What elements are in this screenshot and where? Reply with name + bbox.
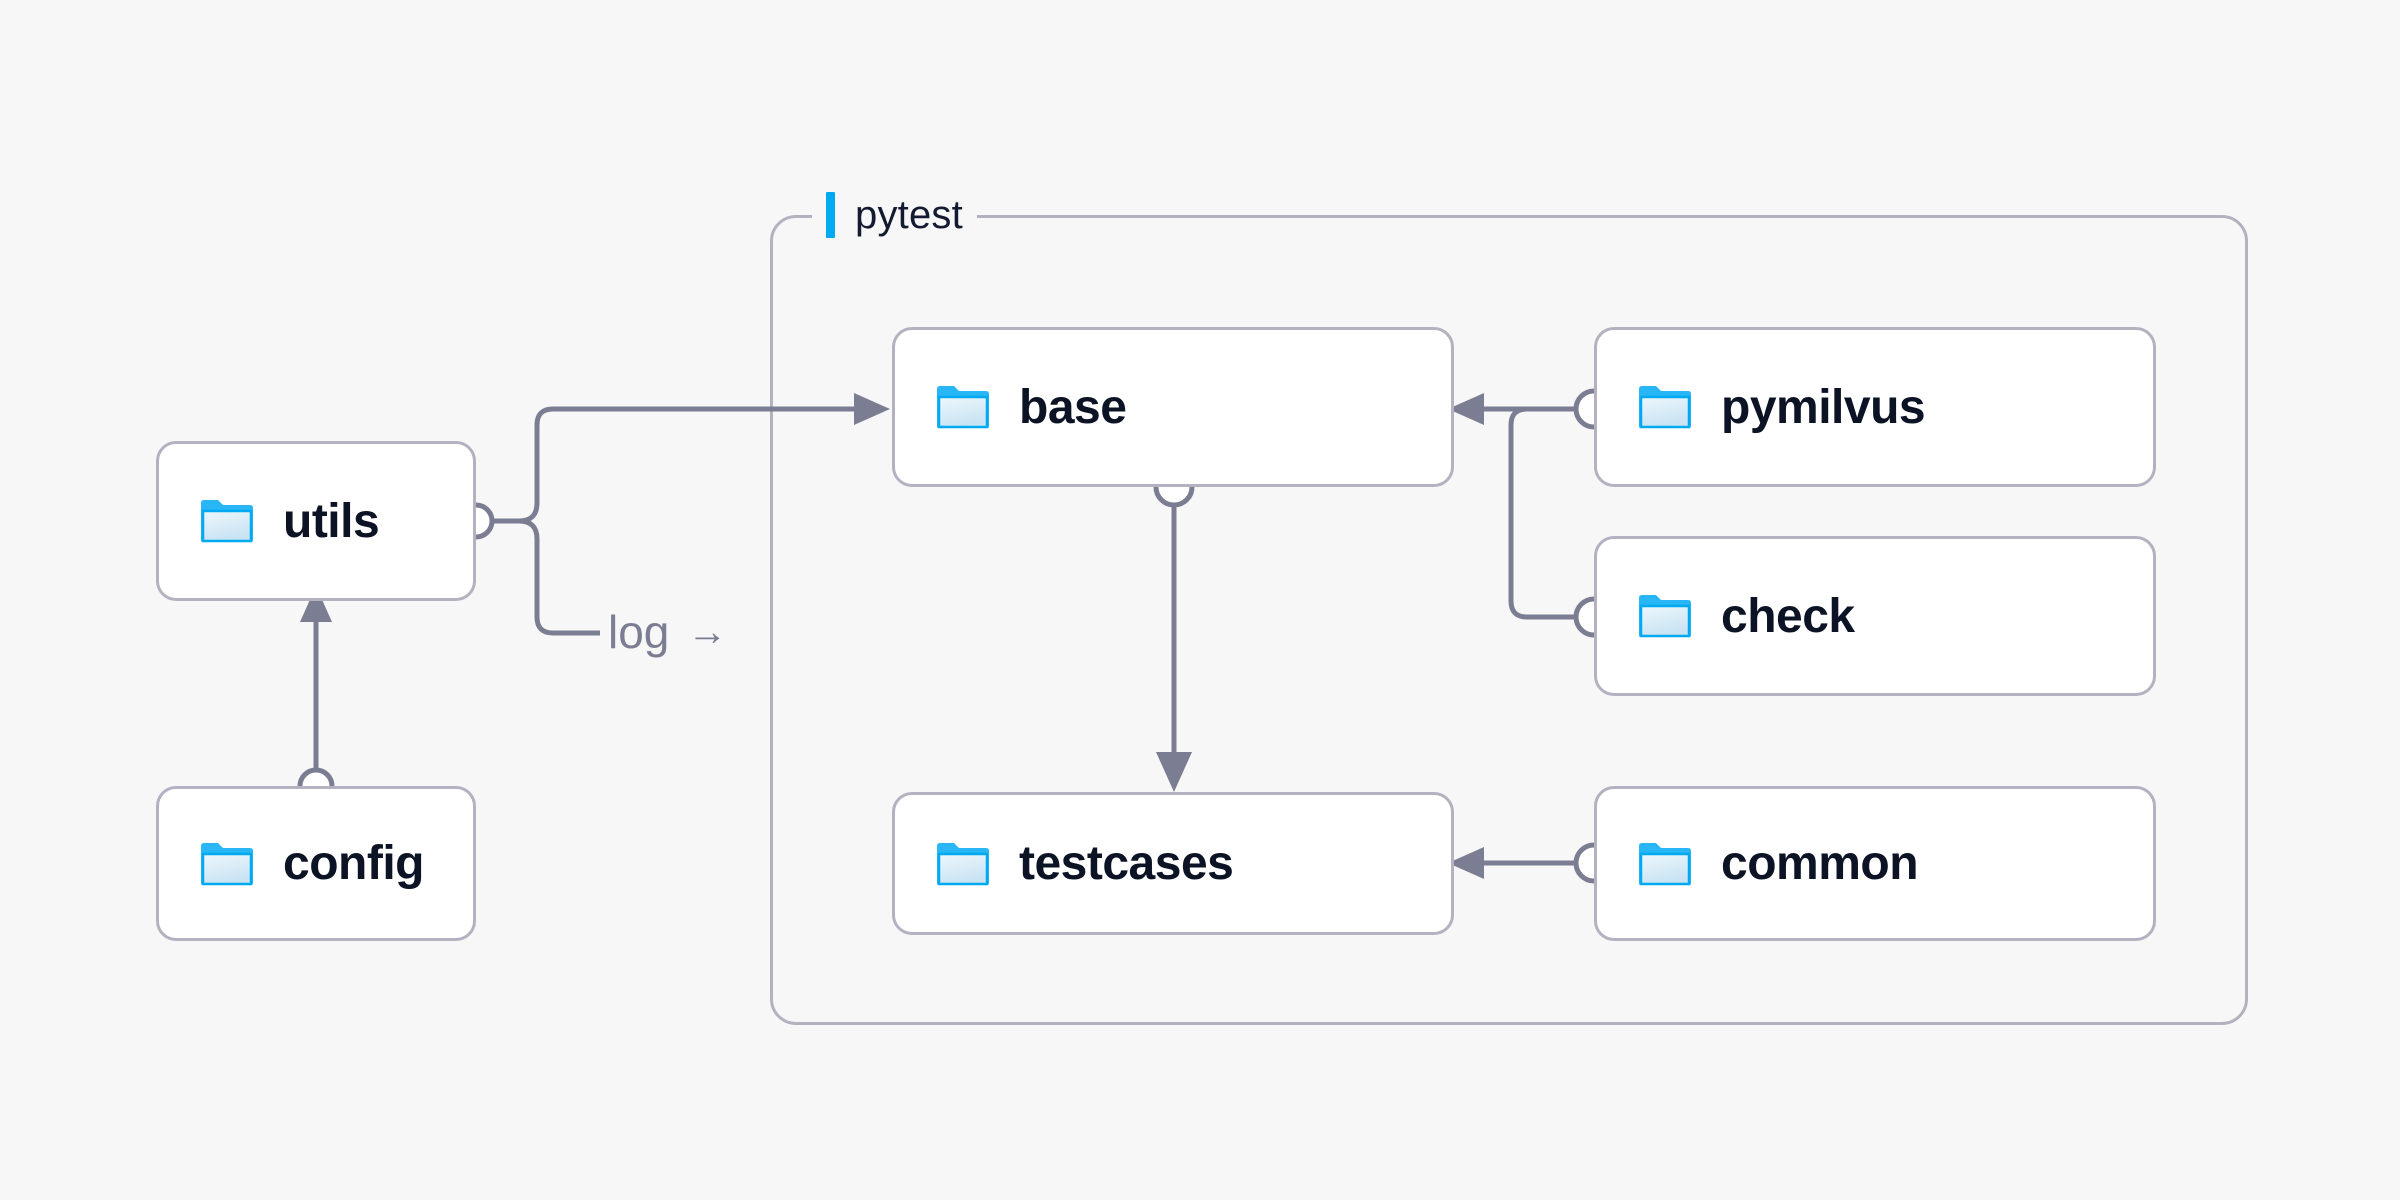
folder-icon	[1637, 840, 1693, 888]
node-utils[interactable]: utils	[156, 441, 476, 601]
edge-config-to-utils	[297, 586, 335, 805]
node-label: check	[1721, 589, 1855, 643]
edge-label-log-text: log	[608, 606, 670, 658]
node-testcases[interactable]: testcases	[892, 792, 1454, 935]
node-label: pymilvus	[1721, 380, 1926, 434]
node-pymilvus[interactable]: pymilvus	[1594, 327, 2156, 487]
group-container-pytest	[770, 215, 2248, 1025]
folder-icon	[199, 497, 255, 545]
node-config[interactable]: config	[156, 786, 476, 941]
folder-icon	[935, 383, 991, 431]
arrow-right-icon: →	[687, 610, 728, 654]
folder-icon	[199, 840, 255, 888]
node-check[interactable]: check	[1594, 536, 2156, 696]
edge-label-log: log →	[600, 605, 736, 659]
node-base[interactable]: base	[892, 327, 1454, 487]
folder-icon	[1637, 383, 1693, 431]
group-label-pytest: pytest	[812, 187, 977, 243]
node-common[interactable]: common	[1594, 786, 2156, 941]
group-accent-bar	[826, 192, 835, 238]
node-label: testcases	[1019, 837, 1234, 890]
group-label-text: pytest	[855, 192, 963, 237]
edge-utils-to-log	[489, 518, 603, 636]
node-label: base	[1019, 380, 1127, 434]
folder-icon	[935, 840, 991, 888]
node-label: config	[283, 837, 424, 890]
folder-icon	[1637, 592, 1693, 640]
node-label: common	[1721, 837, 1919, 890]
node-label: utils	[283, 494, 380, 548]
